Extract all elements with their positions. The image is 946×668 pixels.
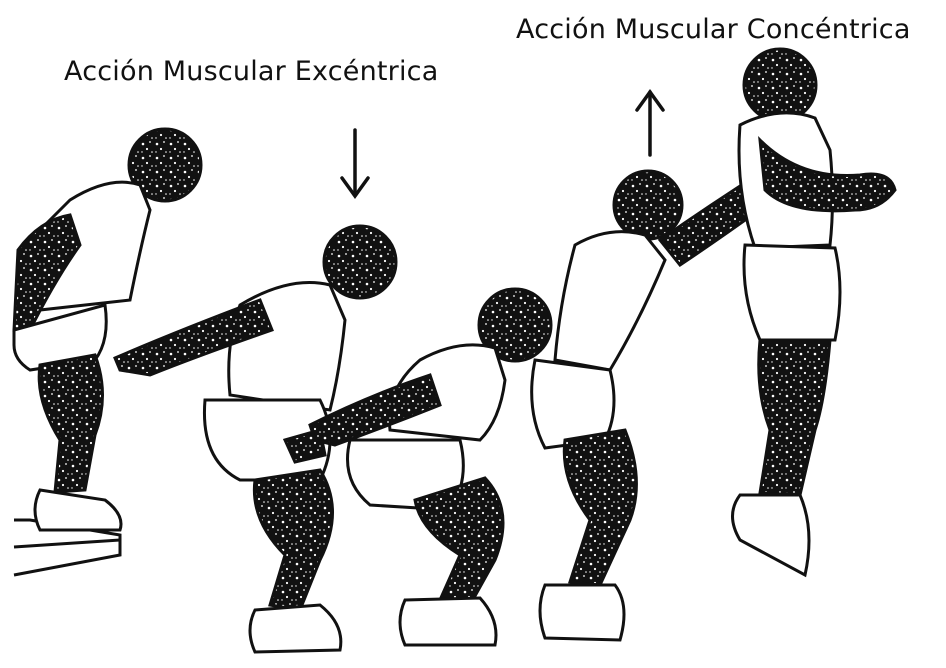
concentric-action-label: Acción Muscular Concéntrica (516, 14, 911, 45)
down-arrow-icon (342, 130, 368, 196)
athlete-figure-4 (532, 170, 780, 640)
athlete-figure-1 (14, 129, 201, 530)
up-arrow-icon (637, 92, 663, 155)
athlete-figure-5 (733, 49, 896, 575)
eccentric-action-label: Acción Muscular Excéntrica (64, 56, 438, 87)
athlete-figure-3 (310, 289, 551, 645)
